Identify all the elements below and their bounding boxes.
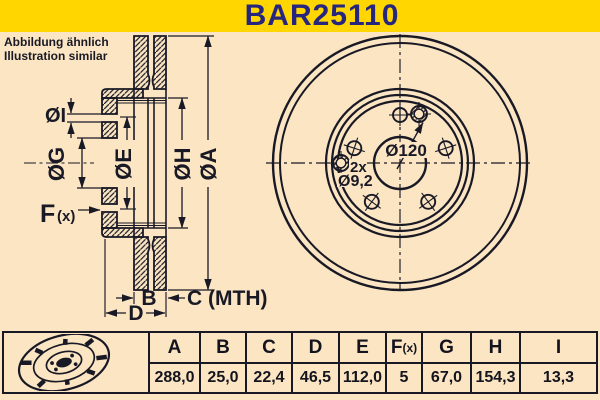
friction-ring-bottom-left [133,236,151,291]
dim-label-d: D [128,302,143,325]
pin-hole [407,102,431,126]
icon-bolt-holes [50,353,78,372]
spec-col-b: B 25,0 [199,333,245,392]
note-line1: Abbildung ähnlich [4,35,109,49]
extension-lines [67,35,214,317]
dim-label-dia-g: ØG [44,147,69,181]
spec-header-f: F(x) [387,333,421,364]
brake-disc-technical-drawing: Abbildung ähnlich Illustration similar [4,34,534,325]
spec-value-b: 25,0 [207,369,239,386]
spec-col-f: F(x) 5 [385,333,421,392]
section-edge-lines [133,89,167,237]
hat-face-lower-a [101,187,118,205]
bolt-hole [435,137,457,159]
label-backgrounds [113,140,219,321]
spec-value-h: 154,3 [475,369,516,386]
pin-holes [329,102,431,175]
dim-label-dia-a: ØA [196,147,221,180]
similar-illustration-note: Abbildung ähnlich Illustration similar [4,35,109,63]
spec-table: A 288,0 B 25,0 C 22,4 D 46,5 E 112,0 F(x… [2,331,598,394]
pin-hole [329,151,353,175]
hat-face-lower-b [101,211,118,229]
spec-value-f: 5 [399,369,409,386]
spec-value-a: 288,0 [154,369,195,386]
hat-rim-top [101,88,144,99]
spec-value-d: 46,5 [299,369,332,386]
dim-label-b: B [141,287,156,310]
icon-shading [21,337,108,389]
spec-col-a: A 288,0 [148,333,199,392]
part-number-banner: BAR25110 [0,0,600,32]
spec-header-a: A [150,333,199,364]
bolt-hole [389,104,411,126]
spec-col-e: E 112,0 [338,333,385,392]
hat-rim-bottom [101,227,144,238]
spec-value-g: 67,0 [430,369,463,386]
pin-hole-dia-label: Ø9,2 [338,173,373,190]
hat-face-upper-a [101,97,118,115]
front-view: Ø120 2x Ø9,2 [266,34,534,292]
bolt-hole [343,137,365,159]
spec-col-i: I 13,3 [519,333,596,392]
bolt-circle-label: Ø120 [385,141,427,160]
part-number: BAR25110 [244,0,400,32]
hat-face-upper-b [101,121,118,139]
front-view-annotations: Ø120 2x Ø9,2 [337,141,427,190]
friction-ring-top-right [151,35,167,90]
spec-header-c: C [247,333,291,364]
dim-label-f: F (x) [40,200,75,228]
dim-label-dia-h: ØH [170,148,195,181]
note-line2: Illustration similar [4,49,108,63]
dim-label-c-mth: C (MTH) [187,287,267,310]
cross-section-view: ØI ØG ØE ØH ØA F (x) B C (MTH) D [24,35,267,325]
spec-header-g: G [423,333,470,364]
friction-ring-top-left [133,35,151,90]
spec-header-b: B [201,333,245,364]
spec-col-h: H 154,3 [470,333,519,392]
dimension-labels: ØI ØG ØE ØH ØA F (x) B C (MTH) D [40,105,267,325]
dim-label-dia-e: ØE [111,148,136,180]
pin-hole-count-label: 2x [350,159,367,176]
spec-header-h: H [472,333,519,364]
spec-col-g: G 67,0 [421,333,470,392]
bolt-holes [343,104,457,212]
spec-col-c: C 22,4 [245,333,291,392]
brake-disc-icon [17,334,111,391]
spec-value-e: 112,0 [342,369,383,386]
spec-header-d: D [293,333,338,364]
spec-header-e: E [340,333,385,364]
friction-ring-bottom-right [151,236,167,291]
spec-col-d: D 46,5 [291,333,338,392]
spec-header-i: I [521,333,596,364]
dim-label-dia-i: ØI [45,105,66,127]
spec-value-i: 13,3 [542,369,575,386]
bolt-hole [418,192,438,212]
hat-inner-lines [117,100,166,226]
spec-value-c: 22,4 [253,369,285,386]
disc-icon-cell [4,333,148,392]
bolt-hole [362,192,382,212]
